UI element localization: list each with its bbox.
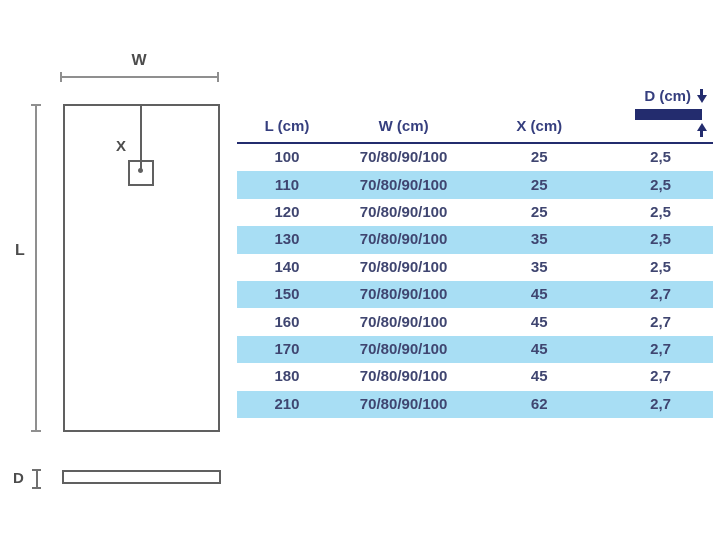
table-row: 150 70/80/90/100 45 2,7: [237, 280, 713, 309]
table-header-row: L (cm) W (cm) X (cm): [237, 86, 713, 142]
table-row: 110 70/80/90/100 25 2,5: [237, 171, 713, 199]
depth-dimension-label: D: [13, 470, 24, 487]
table-cell-l: 120: [274, 203, 300, 221]
length-dimension-label: L: [15, 242, 25, 259]
table-cell-x: 45: [530, 368, 548, 386]
table-header-underline: [237, 142, 713, 144]
table-cell-d: 2,7: [650, 368, 672, 386]
depth-dimension-line: [36, 470, 38, 488]
table-cell-d: 2,5: [650, 149, 672, 167]
drain-square: [128, 160, 154, 186]
table-cell-l: 150: [274, 286, 300, 304]
depth-dimension-tick-bottom: [32, 487, 41, 489]
length-dimension-line: [35, 104, 37, 432]
table-cell-d: 2,5: [650, 176, 672, 194]
table-cell-w: 70/80/90/100: [359, 368, 448, 386]
width-dimension-line: [60, 76, 219, 78]
table-cell-l: 160: [274, 313, 300, 331]
table-cell-l: 110: [274, 176, 300, 194]
table-cell-x: 25: [530, 203, 548, 221]
column-header-length: L (cm): [264, 118, 310, 135]
dimensions-table: D (cm) L (cm) W (cm) X (cm) 100 70/80/90/…: [237, 86, 713, 418]
table-cell-x: 35: [530, 258, 548, 276]
tray-side-view-outline: [62, 470, 221, 484]
drain-offset-line: [140, 104, 142, 172]
table-row: 100 70/80/90/100 25 2,5: [237, 144, 713, 171]
table-cell-l: 140: [274, 258, 300, 276]
table-cell-x: 45: [530, 286, 548, 304]
table-cell-w: 70/80/90/100: [359, 395, 448, 413]
depth-dimension-tick-top: [32, 469, 41, 471]
table-cell-d: 2,7: [650, 313, 672, 331]
table-cell-w: 70/80/90/100: [359, 258, 448, 276]
table-cell-w: 70/80/90/100: [359, 340, 448, 358]
table-row: 170 70/80/90/100 45 2,7: [237, 335, 713, 364]
table-row: 140 70/80/90/100 35 2,5: [237, 254, 713, 281]
spec-table-body: 100 70/80/90/100 25 2,5 110 70/80/90/100 25 2,5…: [237, 144, 713, 418]
table-cell-d: 2,5: [650, 231, 672, 249]
depth-surface-bar: [635, 109, 702, 120]
arrow-down-icon: [696, 89, 707, 103]
table-cell-w: 70/80/90/100: [359, 149, 448, 167]
table-cell-w: 70/80/90/100: [359, 286, 448, 304]
table-cell-d: 2,7: [650, 395, 672, 413]
table-cell-x: 35: [530, 231, 548, 249]
table-cell-l: 210: [274, 395, 300, 413]
table-row: 130 70/80/90/100 35 2,5: [237, 226, 713, 254]
table-cell-l: 130: [274, 231, 300, 249]
table-cell-d: 2,5: [650, 258, 672, 276]
table-row: 180 70/80/90/100 45 2,7: [237, 363, 713, 390]
table-cell-x: 25: [530, 176, 548, 194]
table-cell-w: 70/80/90/100: [359, 313, 448, 331]
table-cell-x: 25: [530, 149, 548, 167]
table-cell-x: 45: [530, 340, 548, 358]
table-cell-l: 180: [274, 368, 300, 386]
table-row: 210 70/80/90/100 62 2,7: [237, 390, 713, 418]
arrow-up-icon: [696, 123, 707, 141]
table-cell-d: 2,7: [650, 286, 672, 304]
column-header-width: W (cm): [378, 118, 429, 135]
table-cell-w: 70/80/90/100: [359, 176, 448, 194]
drain-offset-line-end-dot: [138, 168, 143, 173]
length-dimension-tick-top: [31, 104, 41, 106]
length-dimension-tick-bottom: [31, 430, 41, 432]
drain-offset-label: X: [116, 138, 127, 155]
column-header-x: X (cm): [516, 118, 563, 135]
width-dimension-tick-right: [217, 72, 219, 82]
table-cell-d: 2,7: [650, 340, 672, 358]
table-row: 160 70/80/90/100 45 2,7: [237, 308, 713, 335]
table-cell-l: 100: [274, 149, 300, 167]
table-cell-d: 2,5: [650, 203, 672, 221]
table-cell-w: 70/80/90/100: [359, 203, 448, 221]
table-cell-x: 45: [530, 313, 548, 331]
table-cell-w: 70/80/90/100: [359, 231, 448, 249]
table-row: 120 70/80/90/100 25 2,5: [237, 199, 713, 226]
table-cell-l: 170: [274, 340, 300, 358]
width-dimension-tick-left: [60, 72, 62, 82]
width-dimension-label: W: [131, 52, 147, 69]
depth-column-header: D (cm): [623, 86, 707, 141]
depth-column-header-label: D (cm): [644, 87, 691, 105]
table-cell-x: 62: [530, 395, 548, 413]
